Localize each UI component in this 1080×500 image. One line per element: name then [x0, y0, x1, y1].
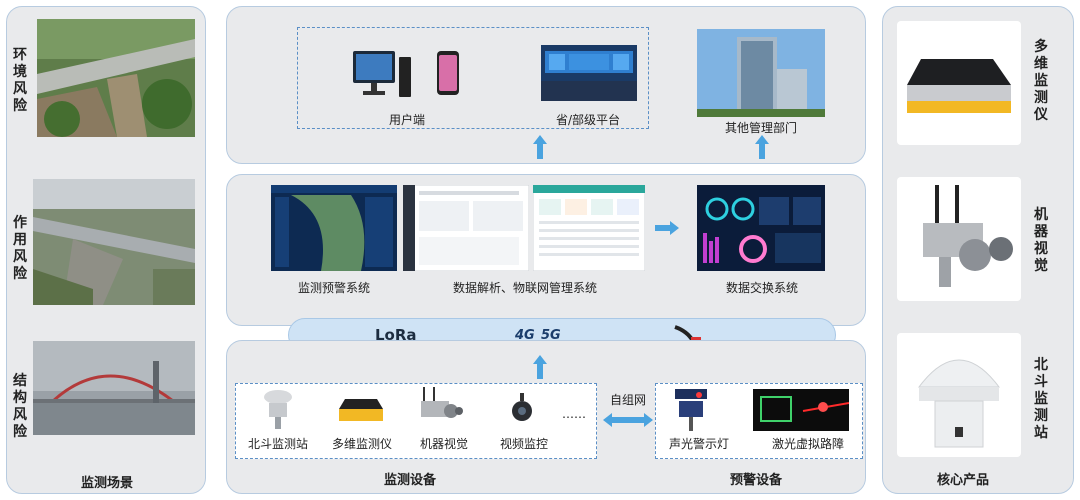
warning-system-screenshot: [271, 185, 397, 271]
machine-vision-icon: [421, 387, 463, 418]
monitoring-devices-group: [235, 383, 597, 459]
product-label-multi-dim: 多维监测仪: [1034, 39, 1048, 123]
product-label-machine-vision: 机器视觉: [1034, 207, 1048, 274]
device-label-video: 视频监控: [499, 437, 548, 451]
monitoring-devices-footer: 监测设备: [383, 473, 436, 488]
monitoring-scenes-footer: 监测场景: [80, 476, 133, 491]
exchange-system-screenshot: [697, 185, 825, 271]
data-table-screenshot: [533, 185, 645, 271]
scene-label-environment: 环境风险: [13, 47, 27, 114]
5g-logo: 5G: [541, 328, 561, 343]
core-products-panel: 多维监测仪 机器视觉 北斗监测站 核心产品: [882, 6, 1074, 494]
device-label-beidou: 北斗监测站: [247, 437, 308, 451]
other-departments-label: 其他管理部门: [724, 121, 797, 135]
product-tile-beidou: [897, 333, 1021, 457]
up-arrow-icon: [755, 135, 769, 159]
warning-device-label-light: 声光警示灯: [668, 437, 729, 451]
device-label-multi-dim: 多维监测仪: [331, 437, 392, 451]
user-platform-group: [297, 27, 649, 129]
management-layer-panel: 用户端 省/部级平台 其他管理部门: [226, 6, 866, 164]
product-label-beidou: 北斗监测站: [1034, 357, 1048, 441]
iot-system-screenshot: [403, 185, 529, 271]
scene-label-structure: 结构风险: [13, 373, 27, 440]
machine-vision-image: [923, 185, 1013, 287]
product-tile-multi-dim: [897, 21, 1021, 145]
provincial-platform-label: 省/部级平台: [555, 113, 621, 127]
warning-devices-footer: 预警设备: [729, 473, 782, 488]
device-layer-panel: 北斗监测站 多维监测仪 机器视觉 视频监控 …… 自组网 声光警示灯 激光虚拟路…: [226, 340, 866, 494]
warning-system-label: 监测预警系统: [297, 281, 370, 295]
up-arrow-icon: [533, 135, 547, 159]
desktop-computer-icon: [353, 51, 411, 97]
bidirectional-arrow-icon: [603, 413, 653, 427]
up-arrow-icon: [533, 355, 547, 379]
core-products-footer: 核心产品: [936, 473, 989, 488]
device-label-machine-vision: 机器视觉: [419, 437, 468, 451]
warning-device-label-laser: 激光虚拟路障: [771, 437, 844, 451]
lora-logo: LoRa: [375, 326, 417, 344]
mesh-network-label: 自组网: [609, 393, 646, 407]
devices-ellipsis: ……: [562, 407, 586, 421]
4g-logo: 4G: [515, 328, 535, 343]
scene-label-action: 作用风险: [13, 215, 27, 282]
monitoring-scenes-panel: 环境风险 作用风险 结构风险 监测场景: [6, 6, 206, 494]
product-tile-machine-vision: [897, 177, 1021, 301]
multi-dim-monitor-image: [907, 59, 1011, 113]
software-layer-panel: 监测预警系统 数据解析、物联网管理系统 数据交换系统: [226, 174, 866, 326]
beidou-station-image: [918, 359, 1000, 448]
action-risk-photo: [33, 179, 195, 305]
office-building-photo: [697, 29, 825, 117]
multi-dim-monitor-icon: [339, 399, 383, 421]
beidou-station-icon: [264, 390, 292, 429]
smartphone-icon: [437, 51, 459, 95]
right-arrow-icon: [655, 221, 679, 235]
structure-risk-photo: [33, 341, 195, 435]
exchange-system-label: 数据交换系统: [725, 281, 798, 295]
environment-risk-photo: [37, 19, 195, 137]
video-camera-icon: [512, 393, 532, 421]
warning-light-icon: [675, 389, 707, 431]
control-center-photo: [541, 45, 637, 101]
user-terminal-label: 用户端: [388, 113, 425, 127]
iot-system-label: 数据解析、物联网管理系统: [452, 281, 597, 295]
laser-barrier-photo: [753, 389, 849, 431]
